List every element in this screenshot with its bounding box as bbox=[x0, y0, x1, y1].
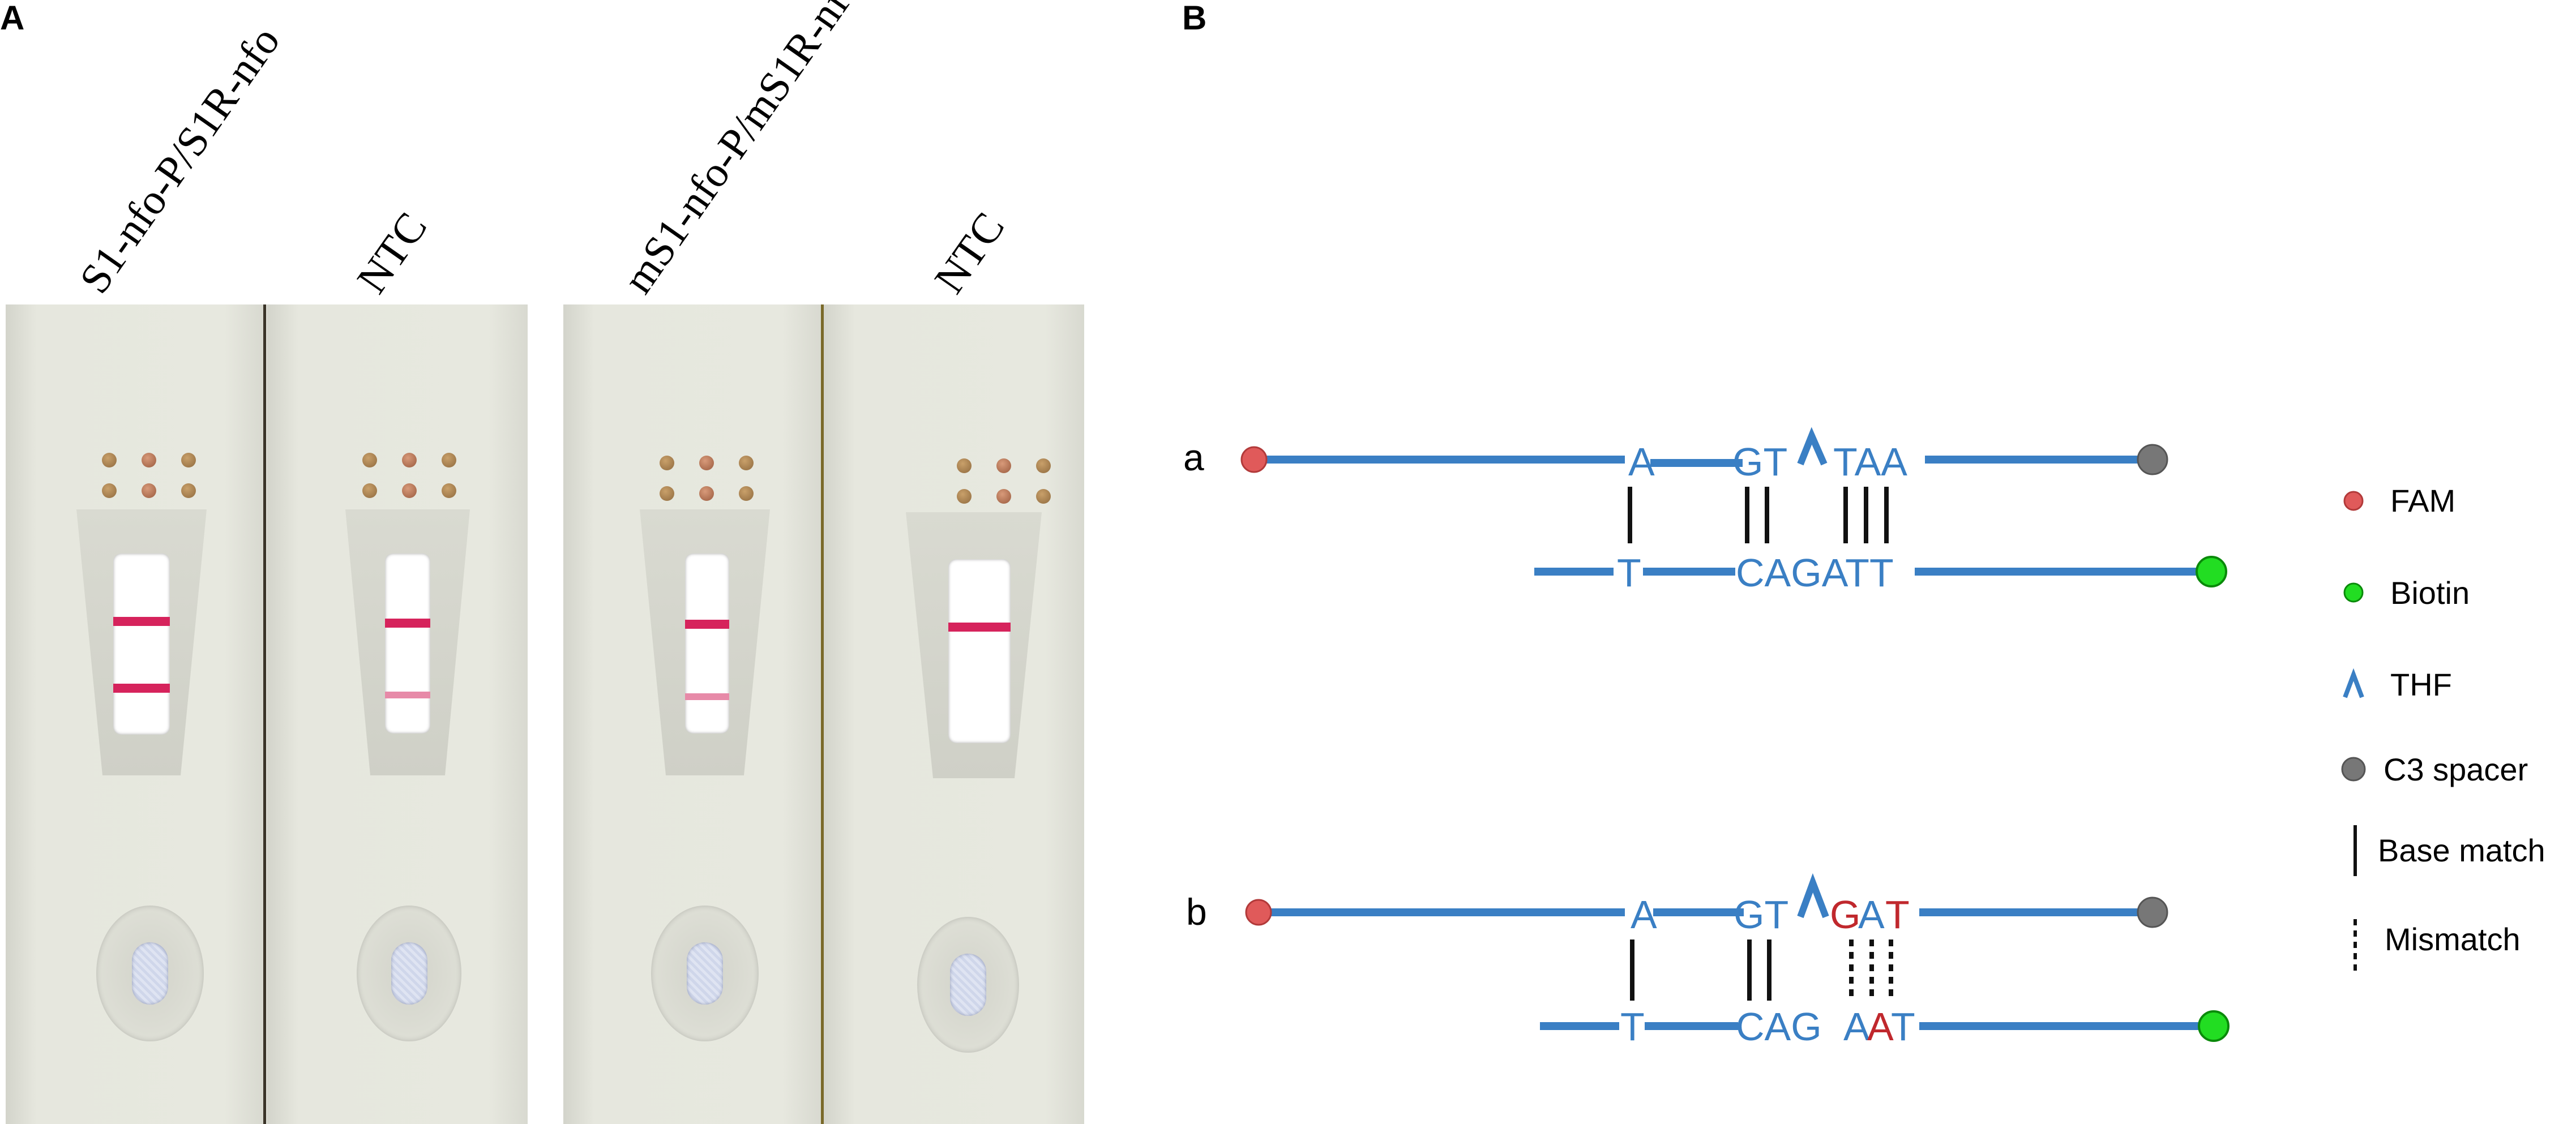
row-label-b: b bbox=[1186, 891, 1207, 933]
sample-pad bbox=[687, 942, 723, 1005]
strip-divider bbox=[821, 304, 824, 1124]
top-base-mismatch: T bbox=[1885, 893, 1910, 937]
sample-dot bbox=[142, 453, 156, 467]
top-base-mismatch: G bbox=[1830, 893, 1860, 937]
sample-dot bbox=[660, 456, 674, 470]
legend-thf: THF bbox=[2390, 667, 2452, 702]
result-window bbox=[948, 559, 1011, 743]
sample-dot bbox=[402, 483, 417, 498]
strip-divider bbox=[263, 304, 266, 1124]
row-label-a: a bbox=[1183, 436, 1204, 478]
top-base: GT bbox=[1734, 893, 1788, 937]
row-b: A GT G A T T CAG A A T bbox=[1245, 873, 2230, 1049]
legend-biotin: Biotin bbox=[2390, 575, 2470, 611]
lane-label-1: S1-nfo-P/S1R-nfo bbox=[70, 18, 289, 302]
sample-dot bbox=[362, 483, 377, 498]
sample-dot bbox=[957, 489, 972, 504]
lane-label-2: NTC bbox=[348, 204, 437, 302]
sample-dot bbox=[957, 458, 972, 473]
control-line bbox=[948, 623, 1011, 632]
legend-c3-spacer: C3 spacer bbox=[2384, 752, 2528, 787]
sample-dot bbox=[660, 486, 674, 501]
row-a: A GT TAA T CAGATT bbox=[1240, 427, 2227, 595]
sample-pad bbox=[132, 942, 168, 1005]
legend-fam: FAM bbox=[2390, 483, 2456, 518]
sample-dot bbox=[442, 453, 456, 467]
sample-dot bbox=[996, 458, 1011, 473]
sample-dot bbox=[996, 489, 1011, 504]
legend-mismatch: Mismatch bbox=[2385, 921, 2521, 957]
sample-pad bbox=[391, 942, 427, 1005]
thf-legend-icon bbox=[2343, 668, 2364, 698]
lane-label-3: mS1-nfo-P/mS1R-nfo bbox=[614, 0, 871, 302]
test-line bbox=[113, 684, 170, 693]
biotin-dot bbox=[2196, 556, 2227, 587]
c3-spacer-dot bbox=[2137, 896, 2168, 928]
biotin-legend-icon bbox=[2343, 582, 2364, 603]
c3-spacer-dot bbox=[2137, 444, 2168, 475]
thf-caret bbox=[1797, 873, 1829, 919]
thf-caret bbox=[1797, 427, 1828, 466]
fam-dot bbox=[1245, 899, 1272, 926]
biotin-dot bbox=[2198, 1010, 2230, 1042]
sample-dot bbox=[739, 486, 754, 501]
test-line bbox=[685, 693, 729, 700]
sample-dot bbox=[362, 453, 377, 467]
sample-dot bbox=[1036, 489, 1051, 504]
control-line bbox=[685, 620, 729, 629]
result-window bbox=[685, 554, 729, 733]
sample-dot bbox=[442, 483, 456, 498]
sample-dot bbox=[699, 486, 714, 501]
sample-dot bbox=[102, 483, 117, 498]
bottom-base: CAG bbox=[1736, 1005, 1822, 1049]
legend-icons bbox=[2341, 491, 2366, 971]
sample-dot bbox=[699, 456, 714, 470]
top-base: A bbox=[1628, 440, 1655, 484]
top-base: A bbox=[1858, 893, 1885, 937]
sample-dot bbox=[181, 453, 196, 467]
legend-base-match: Base match bbox=[2378, 833, 2545, 868]
panel-a-letter: A bbox=[0, 0, 25, 37]
sample-dot bbox=[181, 483, 196, 498]
sample-dot bbox=[402, 453, 417, 467]
sample-dot bbox=[142, 483, 156, 498]
panel-b-letter: B bbox=[1182, 0, 1207, 37]
top-base: A bbox=[1631, 893, 1657, 937]
result-window bbox=[385, 554, 430, 733]
fam-legend-icon bbox=[2343, 491, 2364, 511]
control-line bbox=[385, 619, 430, 628]
bottom-base: T bbox=[1617, 551, 1641, 595]
bottom-base: T bbox=[1620, 1005, 1645, 1049]
bottom-base-mismatch: A bbox=[1867, 1005, 1894, 1049]
bottom-base: A bbox=[1843, 1005, 1870, 1049]
top-base: GT bbox=[1732, 440, 1787, 484]
sample-dot bbox=[739, 456, 754, 470]
dna-schematic: A GT TAA T CAGATT A GT G A T bbox=[1240, 427, 2230, 1049]
c3-spacer-legend-icon bbox=[2341, 757, 2366, 782]
bottom-base: T bbox=[1891, 1005, 1915, 1049]
sample-dot bbox=[1036, 458, 1051, 473]
fam-dot bbox=[1240, 446, 1268, 473]
top-base: TAA bbox=[1833, 440, 1907, 484]
control-line bbox=[113, 617, 170, 626]
result-window bbox=[113, 554, 170, 735]
bottom-base: CAGATT bbox=[1736, 551, 1894, 595]
test-line bbox=[385, 692, 430, 698]
sample-pad bbox=[950, 954, 986, 1016]
lane-label-4: NTC bbox=[925, 204, 1014, 302]
sample-dot bbox=[102, 453, 117, 467]
